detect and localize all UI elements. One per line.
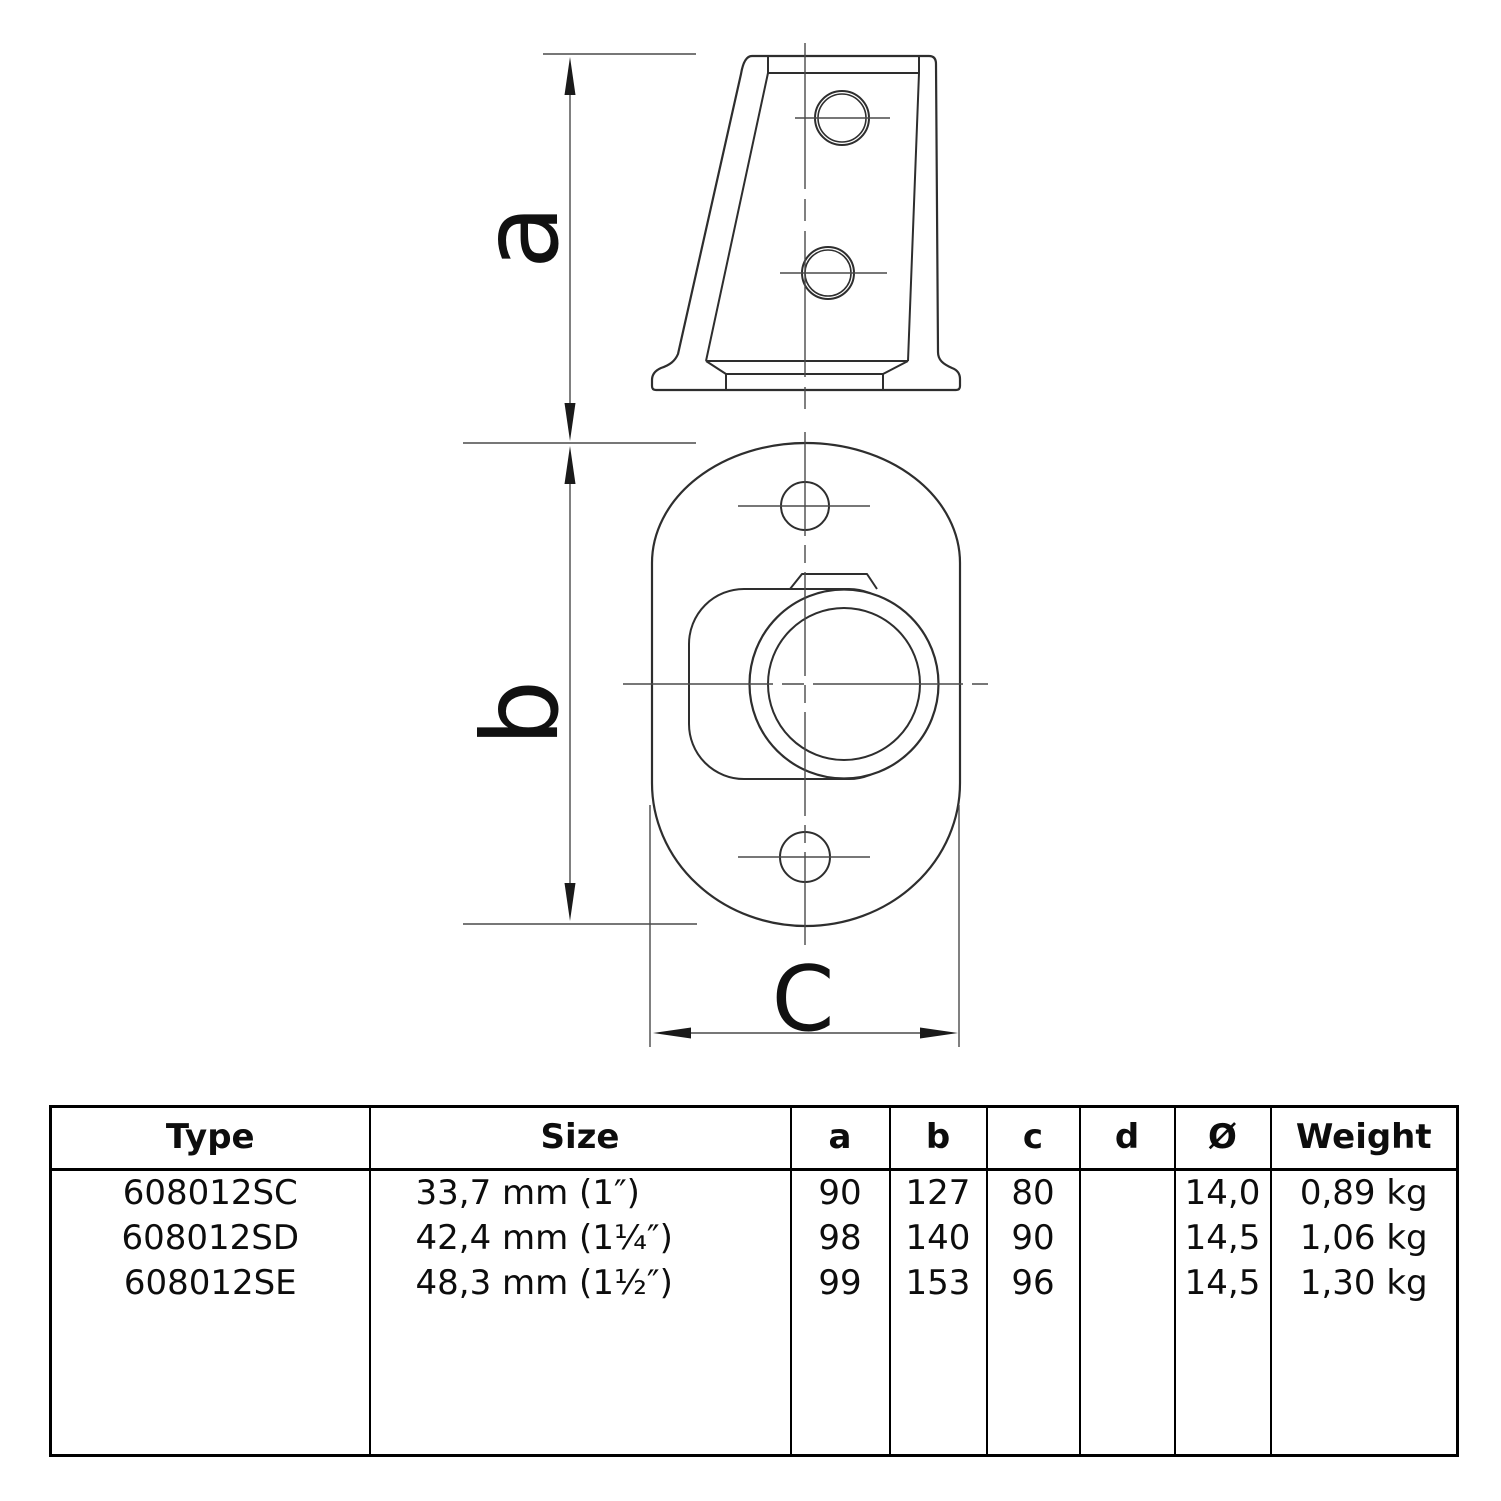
- cell-a: 99: [789, 1261, 890, 1306]
- cell-c: 96: [985, 1261, 1080, 1306]
- dimension-c: C: [649, 805, 960, 1052]
- cell-d: [1078, 1216, 1175, 1261]
- dimension-b-arrow-down: [564, 883, 576, 921]
- dimension-a-arrow-up: [564, 57, 576, 95]
- side-view-outline: [650, 54, 962, 392]
- cell-diameter: 14,5: [1173, 1261, 1271, 1306]
- cell-d: [1078, 1261, 1175, 1306]
- cell-a: 90: [789, 1169, 890, 1216]
- cell-size: 48,3 mm (1½″): [368, 1261, 791, 1306]
- cell-weight: 0,89 kg: [1269, 1169, 1458, 1216]
- cell-size: 42,4 mm (1¼″): [368, 1216, 791, 1261]
- plan-view-flange-oval: [650, 441, 962, 928]
- cell-b: 153: [888, 1261, 987, 1306]
- table-row: 608012SE 48,3 mm (1½″) 99 153 96 14,5 1,…: [51, 1261, 1458, 1306]
- side-view: [650, 43, 962, 412]
- cell-c: 80: [985, 1169, 1080, 1216]
- plan-view-boss-tab: [789, 573, 878, 590]
- cell-diameter: 14,0: [1173, 1169, 1271, 1216]
- col-header-weight: Weight: [1269, 1106, 1458, 1171]
- table-row: 608012SC 33,7 mm (1″) 90 127 80 14,0 0,8…: [51, 1169, 1458, 1216]
- dimension-c-label: C: [772, 947, 835, 1052]
- plan-view: [623, 432, 988, 945]
- col-header-c: c: [985, 1106, 1080, 1171]
- dimension-a: a: [460, 53, 696, 444]
- cell-b: 140: [888, 1216, 987, 1261]
- cell-weight: 1,06 kg: [1269, 1216, 1458, 1261]
- dimension-a-label: a: [460, 205, 582, 269]
- dimension-c-arrow-left: [653, 1027, 691, 1039]
- table-header-row: Type Size a b c d Ø Weight: [50, 1106, 1458, 1171]
- cell-diameter: 14,5: [1173, 1216, 1271, 1261]
- dimension-b-label: b: [460, 680, 582, 747]
- cell-c: 90: [985, 1216, 1080, 1261]
- col-header-d: d: [1078, 1106, 1175, 1171]
- engineering-drawing: a b C: [460, 43, 988, 1052]
- cell-a: 98: [789, 1216, 890, 1261]
- col-header-size: Size: [368, 1106, 791, 1171]
- col-header-diameter: Ø: [1173, 1106, 1271, 1171]
- table-filler-row: [51, 1306, 1458, 1456]
- dimension-b: b: [460, 446, 697, 925]
- cell-type: 608012SD: [121, 1217, 300, 1258]
- dimension-c-extension-lines: [649, 805, 960, 1047]
- cell-weight: 1,30 kg: [1269, 1261, 1458, 1306]
- dimension-a-arrow-down: [564, 403, 576, 441]
- cell-size: 33,7 mm (1″): [368, 1169, 791, 1216]
- dimension-a-extension-lines: [463, 53, 696, 444]
- dimension-c-arrow-right: [920, 1027, 958, 1039]
- col-header-b: b: [888, 1106, 987, 1171]
- cell-b: 127: [888, 1169, 987, 1216]
- spec-table-container: Type Size a b c d Ø Weight 608012SC 33,7…: [49, 1105, 1459, 1457]
- dimensions-table: Type Size a b c d Ø Weight 608012SC 33,7…: [49, 1105, 1459, 1457]
- cell-type: 608012SC: [122, 1172, 298, 1213]
- plan-view-hole-crosshairs: [738, 505, 870, 858]
- cell-type: 608012SE: [123, 1262, 297, 1303]
- col-header-type: Type: [50, 1106, 370, 1171]
- table-row: 608012SD 42,4 mm (1¼″) 98 140 90 14,5 1,…: [51, 1216, 1458, 1261]
- dimension-b-arrow-up: [564, 446, 576, 484]
- cell-d: [1078, 1169, 1175, 1216]
- side-view-inner-lines: [705, 57, 920, 390]
- col-header-a: a: [789, 1106, 890, 1171]
- side-view-hole-crosshairs: [780, 117, 890, 274]
